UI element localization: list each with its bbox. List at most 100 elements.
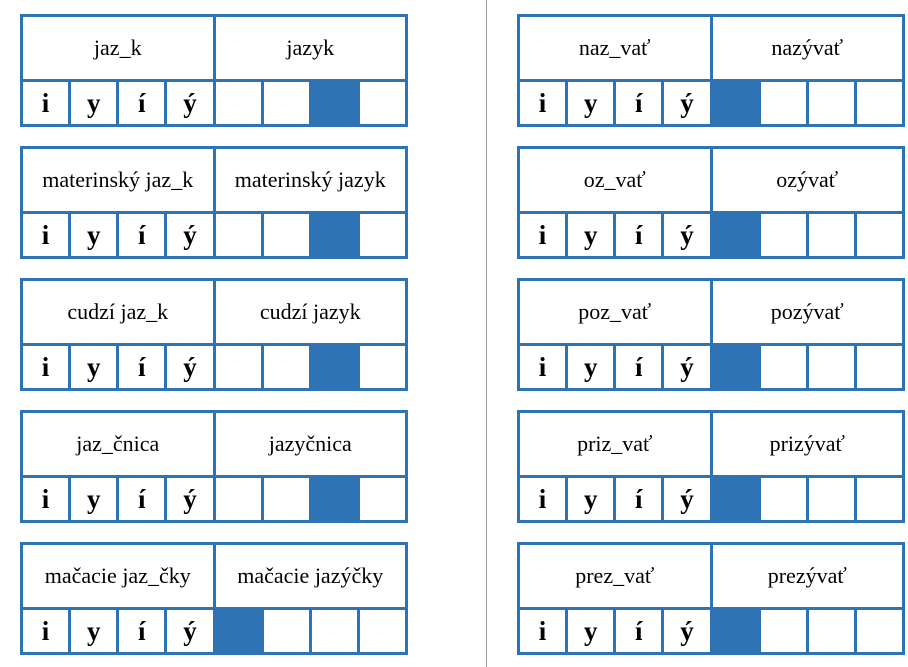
word-with-blank: jaz_čnica — [23, 413, 216, 475]
word-answer: mačacie jazýčky — [237, 563, 384, 588]
answer-box[interactable] — [761, 478, 809, 520]
answer-box[interactable] — [216, 346, 264, 388]
answer-box[interactable] — [857, 82, 902, 124]
letter-option[interactable]: y — [71, 610, 120, 652]
letter-option[interactable]: ý — [167, 82, 216, 124]
answer-box[interactable] — [857, 214, 902, 256]
answer-box[interactable] — [264, 82, 312, 124]
letter-option[interactable]: i — [23, 346, 72, 388]
letter-option[interactable]: ý — [167, 478, 216, 520]
answer-box-filled[interactable] — [311, 478, 360, 520]
word-answer: ozývať — [776, 167, 839, 192]
letter-option[interactable]: í — [616, 610, 665, 652]
letter-option[interactable]: i — [520, 610, 569, 652]
answer-box[interactable] — [312, 610, 360, 652]
answer-box-filled[interactable] — [712, 610, 761, 652]
letter-option[interactable]: y — [71, 346, 120, 388]
letter-option[interactable]: y — [568, 478, 617, 520]
letter-option[interactable]: y — [568, 346, 617, 388]
word-row: jaz_čnica jazyčnica — [23, 413, 405, 478]
letter-option[interactable]: i — [23, 214, 72, 256]
answer-box[interactable] — [360, 82, 405, 124]
answer-box-filled[interactable] — [712, 82, 761, 124]
answer-box[interactable] — [761, 82, 809, 124]
answer-box-filled[interactable] — [311, 82, 360, 124]
letter-option[interactable]: ý — [664, 82, 713, 124]
letter-option[interactable]: í — [616, 82, 665, 124]
answer-box[interactable] — [857, 478, 902, 520]
letter-option[interactable]: y — [568, 82, 617, 124]
answer-box[interactable] — [809, 82, 857, 124]
answer-box[interactable] — [360, 478, 405, 520]
letter-option[interactable]: ý — [664, 610, 713, 652]
word-answer: cudzí jazyk — [259, 299, 361, 324]
letter-option[interactable]: ý — [664, 478, 713, 520]
letter-option[interactable]: í — [119, 610, 168, 652]
answer-box[interactable] — [761, 610, 809, 652]
answer-box[interactable] — [264, 478, 312, 520]
letter-option[interactable]: y — [71, 214, 120, 256]
letter-option[interactable]: i — [520, 82, 569, 124]
answer-box[interactable] — [809, 214, 857, 256]
letter-option[interactable]: ý — [167, 214, 216, 256]
word-answer: jazyk — [286, 35, 335, 60]
letter-option[interactable]: í — [119, 478, 168, 520]
letter-option[interactable]: y — [71, 478, 120, 520]
answer-box[interactable] — [809, 610, 857, 652]
letter-option[interactable]: í — [616, 478, 665, 520]
answer-box[interactable] — [216, 478, 264, 520]
answer-box[interactable] — [761, 346, 809, 388]
letter-option[interactable]: í — [616, 214, 665, 256]
answer-box[interactable] — [264, 214, 312, 256]
letter-option[interactable]: y — [568, 214, 617, 256]
answer-box[interactable] — [809, 478, 857, 520]
letter-option[interactable]: ý — [664, 214, 713, 256]
letter-option[interactable]: í — [616, 346, 665, 388]
answer-box[interactable] — [216, 214, 264, 256]
letter-option[interactable]: í — [119, 82, 168, 124]
letter-option[interactable]: i — [23, 478, 72, 520]
word-with-blank: mačacie jaz_čky — [23, 545, 216, 607]
answer-box[interactable] — [264, 346, 312, 388]
answer-box[interactable] — [360, 214, 405, 256]
answer-box-filled[interactable] — [215, 610, 264, 652]
answer-box-filled[interactable] — [311, 214, 360, 256]
letter-option[interactable]: i — [23, 82, 72, 124]
letter-option[interactable]: ý — [664, 346, 713, 388]
letter-option[interactable]: i — [23, 610, 72, 652]
answer-box-filled[interactable] — [712, 214, 761, 256]
answer-box[interactable] — [264, 610, 312, 652]
word-answer: jazyčnica — [268, 431, 352, 456]
answer-box[interactable] — [360, 346, 405, 388]
answer-box-filled[interactable] — [311, 346, 360, 388]
answer-box[interactable] — [809, 346, 857, 388]
answer-box-filled[interactable] — [712, 346, 761, 388]
answer-box[interactable] — [857, 346, 902, 388]
letter-option[interactable]: ý — [167, 610, 216, 652]
letter-option[interactable]: y — [71, 82, 120, 124]
answer-box[interactable] — [216, 82, 264, 124]
letter-option[interactable]: y — [568, 610, 617, 652]
letter-option[interactable]: i — [520, 478, 569, 520]
letter-option[interactable]: í — [119, 214, 168, 256]
letter-option[interactable]: í — [119, 346, 168, 388]
word-answer: materinský jazyk — [234, 167, 386, 192]
answer-box[interactable] — [761, 214, 809, 256]
letter-option[interactable]: i — [520, 214, 569, 256]
answer-box[interactable] — [857, 610, 902, 652]
answer-box[interactable] — [360, 610, 405, 652]
answer-box-filled[interactable] — [712, 478, 761, 520]
letter-option[interactable]: ý — [167, 346, 216, 388]
letter-option[interactable]: i — [520, 346, 569, 388]
